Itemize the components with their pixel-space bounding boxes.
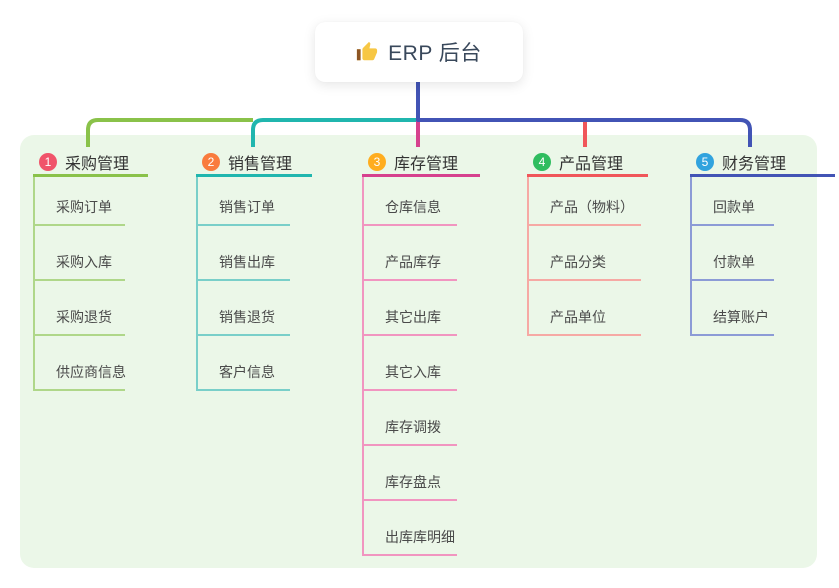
- mindmap-node-label: 其它出库: [385, 309, 441, 325]
- branch-4: 4 产品管理产品（物料） 产品分类产品单位: [527, 150, 648, 336]
- branch-label: 库存管理: [394, 156, 459, 173]
- mindmap-node[interactable]: 销售订单: [198, 177, 290, 226]
- branch-index-badge: 3: [368, 153, 386, 171]
- branch-header[interactable]: 5 财务管理: [690, 150, 835, 177]
- mindmap-node-label: 仓库信息: [385, 199, 441, 215]
- mindmap-node-label: 产品单位: [550, 309, 606, 325]
- canvas-panel: [20, 135, 817, 568]
- mindmap-node-label: 采购退货: [56, 309, 112, 325]
- branch-header[interactable]: 2 销售管理: [196, 150, 312, 177]
- mindmap-node[interactable]: 回款单: [692, 177, 774, 226]
- root-node[interactable]: ERP 后台: [315, 22, 523, 82]
- mindmap-node[interactable]: 出库库明细: [364, 501, 457, 556]
- mindmap-node-label: 客户信息: [219, 364, 275, 380]
- mindmap-node-label: 付款单: [713, 254, 755, 270]
- mindmap-node[interactable]: 产品分类: [529, 226, 641, 281]
- branch-children: 产品（物料） 产品分类产品单位: [527, 177, 641, 336]
- branch-index-badge: 1: [39, 153, 57, 171]
- thumbs-up-icon: [356, 41, 378, 63]
- mindmap-node-label: 产品分类: [550, 254, 606, 270]
- branch-index-badge: 2: [202, 153, 220, 171]
- branch-header[interactable]: 1 采购管理: [33, 150, 148, 177]
- branch-1: 1 采购管理采购订单采购入库采购退货供应商信息: [33, 150, 148, 391]
- mindmap-node-label: 采购入库: [56, 254, 112, 270]
- branch-3: 3 库存管理仓库信息产品库存其它出库其它入库库存调拨库存盘点出库库明细: [362, 150, 480, 556]
- mindmap-node[interactable]: 销售退货: [198, 281, 290, 336]
- branch-5: 5 财务管理回款单付款单结算账户: [690, 150, 835, 336]
- root-label: ERP 后台: [388, 42, 482, 65]
- mindmap-node[interactable]: 库存盘点: [364, 446, 457, 501]
- mindmap-node-label: 产品（物料）: [550, 199, 634, 215]
- branch-children: 销售订单销售出库销售退货客户信息: [196, 177, 290, 391]
- branch-header[interactable]: 3 库存管理: [362, 150, 480, 177]
- branch-label: 采购管理: [65, 156, 130, 173]
- mindmap-node-label: 采购订单: [56, 199, 112, 215]
- branch-index-badge: 5: [696, 153, 714, 171]
- mindmap-node[interactable]: 其它出库: [364, 281, 457, 336]
- mindmap-node-label: 销售出库: [219, 254, 275, 270]
- mindmap-node[interactable]: 产品单位: [529, 281, 641, 336]
- mindmap-node[interactable]: 结算账户: [692, 281, 774, 336]
- mindmap-node-label: 出库库明细: [385, 529, 455, 545]
- branch-header[interactable]: 4 产品管理: [527, 150, 648, 177]
- mindmap-node[interactable]: 客户信息: [198, 336, 290, 391]
- mindmap-node[interactable]: 采购入库: [35, 226, 125, 281]
- mindmap-node-label: 销售订单: [219, 199, 275, 215]
- mindmap-node-label: 供应商信息: [56, 364, 126, 380]
- mindmap-node-label: 产品库存: [385, 254, 441, 270]
- mindmap-node-label: 其它入库: [385, 364, 441, 380]
- mindmap-node[interactable]: 采购退货: [35, 281, 125, 336]
- branch-children: 回款单付款单结算账户: [690, 177, 774, 336]
- mindmap-node[interactable]: 付款单: [692, 226, 774, 281]
- branch-children: 采购订单采购入库采购退货供应商信息: [33, 177, 126, 391]
- mindmap-node-label: 销售退货: [219, 309, 275, 325]
- branch-2: 2 销售管理销售订单销售出库销售退货客户信息: [196, 150, 312, 391]
- mindmap-node[interactable]: 采购订单: [35, 177, 125, 226]
- mindmap-node-label: 库存盘点: [385, 474, 441, 490]
- branch-children: 仓库信息产品库存其它出库其它入库库存调拨库存盘点出库库明细: [362, 177, 457, 556]
- mindmap-node-label: 回款单: [713, 199, 755, 215]
- branch-label: 销售管理: [228, 156, 293, 173]
- branch-label: 产品管理: [559, 156, 624, 173]
- mindmap-node-label: 库存调拨: [385, 419, 441, 435]
- mindmap-node[interactable]: 其它入库: [364, 336, 457, 391]
- mindmap-node-label: 结算账户: [713, 309, 769, 325]
- mindmap-node[interactable]: 仓库信息: [364, 177, 457, 226]
- branch-label: 财务管理: [722, 156, 787, 173]
- mindmap-node[interactable]: 产品（物料）: [529, 177, 641, 226]
- branch-index-badge: 4: [533, 153, 551, 171]
- mindmap-node[interactable]: 库存调拨: [364, 391, 457, 446]
- mindmap-node[interactable]: 供应商信息: [35, 336, 126, 391]
- mindmap-node[interactable]: 产品库存: [364, 226, 457, 281]
- mindmap-node[interactable]: 销售出库: [198, 226, 290, 281]
